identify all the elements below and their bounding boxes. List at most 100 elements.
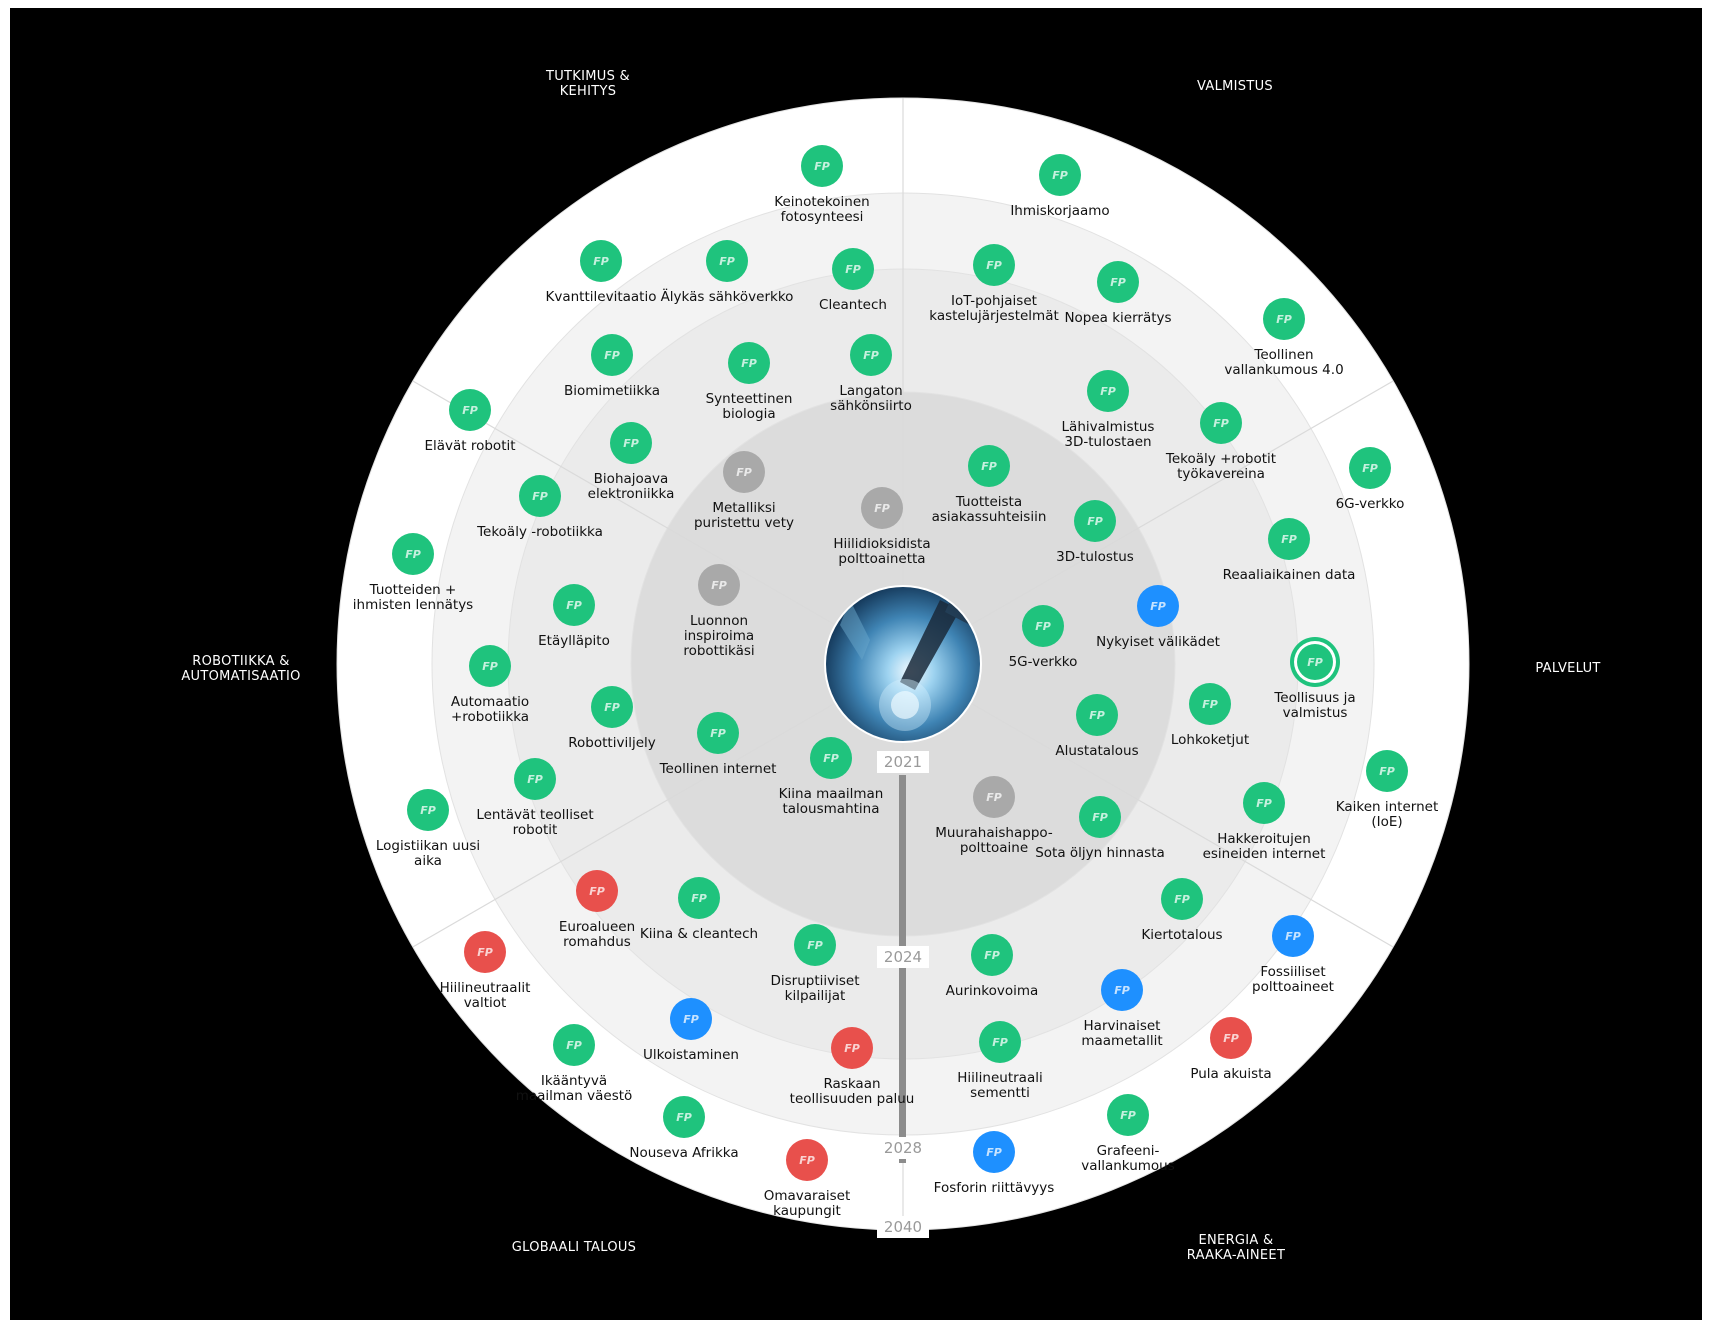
pin-logo-icon: FP bbox=[1379, 765, 1395, 778]
year-label-bg bbox=[877, 1216, 929, 1238]
pin-logo-icon: FP bbox=[1114, 984, 1130, 997]
radar-item-cleantech[interactable]: FP Cleantech bbox=[819, 248, 887, 313]
radar-item-label: Elävät robotit bbox=[424, 438, 515, 454]
trend-pin-icon bbox=[449, 389, 491, 431]
trend-pin-icon bbox=[1268, 518, 1310, 560]
pin-logo-icon: FP bbox=[566, 1039, 582, 1052]
radar-item-label: Cleantech bbox=[819, 297, 887, 313]
radar-item-label: Aurinkovoima bbox=[946, 983, 1039, 999]
pin-logo-icon: FP bbox=[1174, 893, 1190, 906]
radar-item-label: Etäylläpito bbox=[538, 633, 610, 649]
sector-title-globaali-talous: GLOBAALI TALOUS bbox=[512, 1240, 636, 1255]
pin-logo-icon: FP bbox=[566, 599, 582, 612]
year-label: 2021 bbox=[884, 753, 922, 771]
pin-logo-icon: FP bbox=[477, 946, 493, 959]
radar-item-kaiken-internet-ioe[interactable]: FP Kaiken internet(IoE) bbox=[1336, 750, 1439, 830]
pin-logo-icon: FP bbox=[1202, 698, 1218, 711]
pin-logo-icon: FP bbox=[604, 701, 620, 714]
trend-pin-icon bbox=[1161, 878, 1203, 920]
radar-item-label: Pula akuista bbox=[1190, 1066, 1271, 1082]
radar-item-etayllapito[interactable]: FP Etäylläpito bbox=[538, 584, 610, 649]
pin-logo-icon: FP bbox=[1150, 600, 1166, 613]
pin-logo-icon: FP bbox=[984, 949, 1000, 962]
pin-logo-icon: FP bbox=[799, 1154, 815, 1167]
trend-pin-icon bbox=[553, 584, 595, 626]
pin-logo-icon: FP bbox=[981, 460, 997, 473]
trend-pin-icon bbox=[407, 789, 449, 831]
radar-item-label: Kaiken internet(IoE) bbox=[1336, 799, 1439, 830]
pin-logo-icon: FP bbox=[691, 892, 707, 905]
trend-pin-icon bbox=[1076, 694, 1118, 736]
trend-pin-icon bbox=[464, 931, 506, 973]
trend-pin-icon bbox=[514, 758, 556, 800]
radar-item-label: Lohkoketjut bbox=[1171, 732, 1249, 748]
radar-item-lohkoketjut[interactable]: FP Lohkoketjut bbox=[1171, 683, 1249, 748]
radar-item-label: Kvanttilevitaatio bbox=[546, 289, 657, 305]
radar-item-aurinkovoima[interactable]: FP Aurinkovoima bbox=[946, 934, 1039, 999]
trend-pin-icon bbox=[1263, 298, 1305, 340]
pin-logo-icon: FP bbox=[874, 502, 890, 515]
trend-pin-icon bbox=[723, 451, 765, 493]
pin-logo-icon: FP bbox=[823, 752, 839, 765]
pin-logo-icon: FP bbox=[845, 263, 861, 276]
